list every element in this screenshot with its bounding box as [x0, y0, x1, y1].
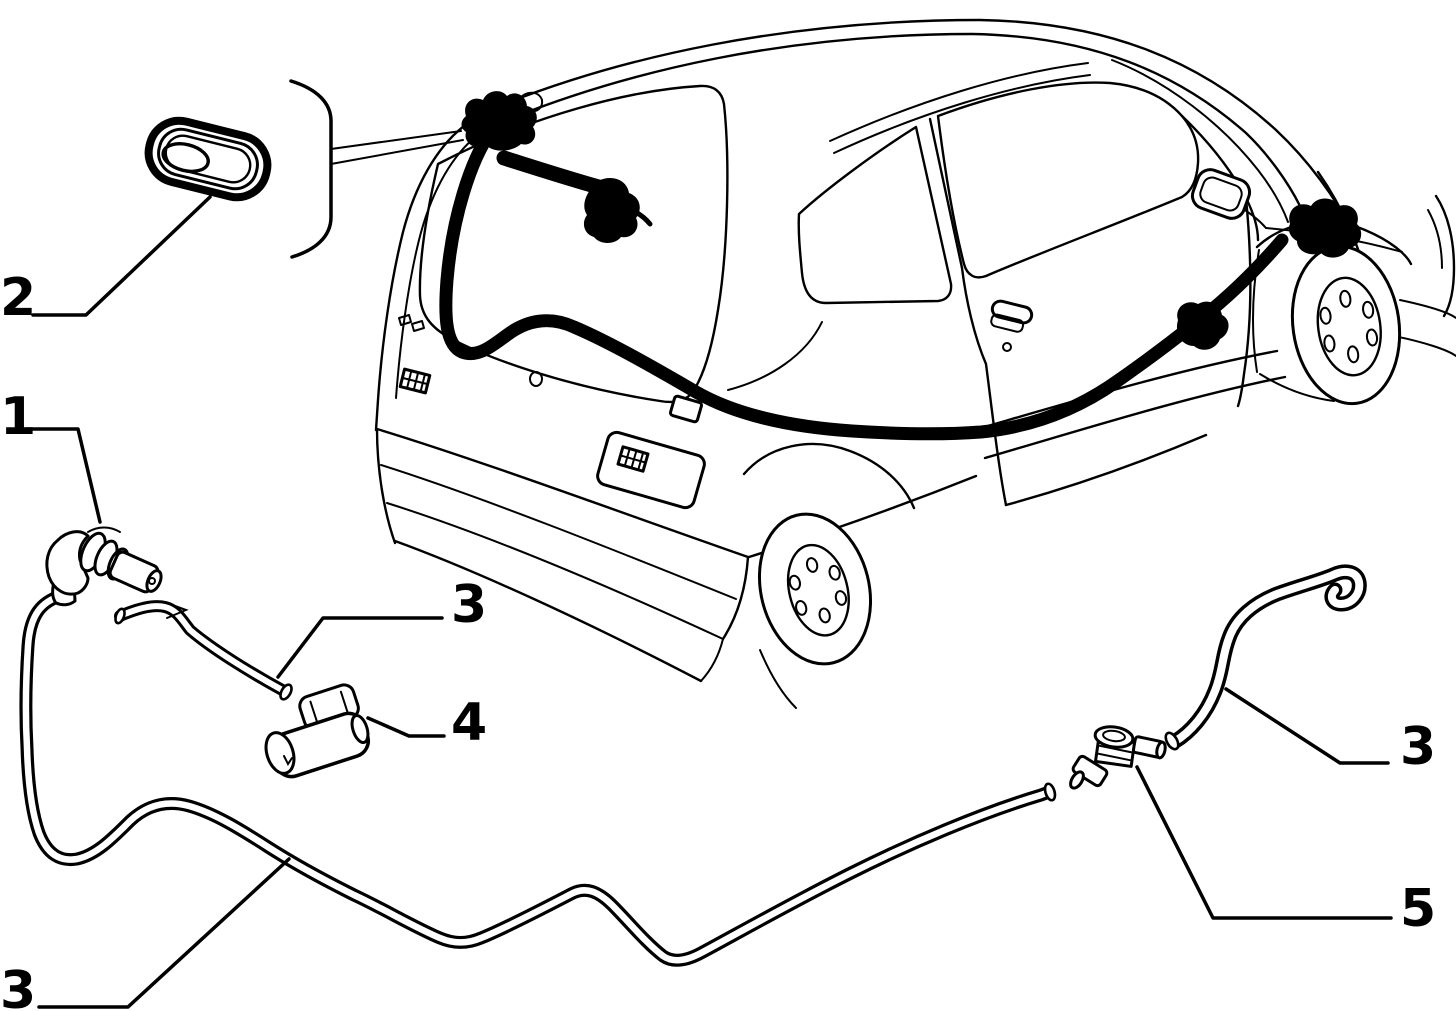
callout-label-grommet: 2 — [0, 268, 36, 328]
quarter-window — [797, 125, 953, 305]
tailgate-edge-inner — [395, 138, 474, 399]
callout-label-pump: 1 — [0, 387, 36, 447]
bracket-pointer-lower — [330, 139, 464, 165]
door-bottom-edge — [1004, 433, 1208, 507]
arch-connector-blob — [1176, 301, 1229, 350]
front-edge — [1434, 194, 1456, 318]
supply-hose — [19, 589, 1056, 967]
leader-nozzle — [366, 716, 446, 738]
leader-hose-elbow — [276, 616, 444, 679]
washer-pump — [45, 526, 163, 607]
callout-label-hose-elbow: 3 — [451, 575, 487, 635]
taillight-right — [668, 394, 704, 424]
callout-label-hose-main: 3 — [0, 961, 36, 1011]
side-mirror — [1190, 168, 1252, 220]
hose-entry-blob — [461, 91, 537, 151]
callout-label-nozzle: 4 — [451, 693, 487, 753]
elbow-hose-tip-upper — [114, 607, 126, 625]
elbow-hose-core — [117, 603, 287, 694]
callout-label-tee: 5 — [1400, 879, 1436, 939]
bumper-left-edge — [375, 427, 397, 545]
supply-hose-tip — [1043, 782, 1057, 802]
hose-entry-hook — [518, 91, 544, 113]
b-pillar — [928, 117, 1008, 507]
bumper-vent-right — [616, 445, 650, 473]
callout-leaders — [24, 195, 1393, 1009]
callout-label-hose-rear: 3 — [1400, 717, 1436, 777]
bumper-bottom — [393, 539, 703, 683]
door-window — [936, 81, 1200, 279]
roof-line — [464, 18, 1356, 236]
c-pillar-line — [727, 321, 823, 391]
rocker-line-bottom — [983, 375, 1287, 460]
roof-rail-inner — [833, 74, 1091, 154]
windshield-inner — [1111, 59, 1289, 223]
flow-arrow — [163, 601, 189, 619]
leader-pump — [24, 427, 102, 524]
leader-hose-main — [37, 857, 291, 1009]
bumper-right-edge — [721, 555, 750, 641]
washer-hose-branch — [496, 150, 614, 197]
leader-tee — [1135, 765, 1393, 920]
hatch-lock-hole — [529, 371, 543, 387]
door-keyhole — [1002, 342, 1012, 352]
leader-grommet — [31, 195, 212, 317]
tailgate-edge — [374, 124, 466, 432]
roof-rail — [829, 62, 1089, 142]
washer-hose-main — [439, 123, 1289, 441]
rear-wheel-well — [759, 649, 797, 709]
taillight-left-marks — [398, 314, 425, 332]
bumper-vent-left — [398, 367, 432, 395]
front-bumper-lines — [1393, 299, 1456, 357]
bumper-top — [375, 427, 750, 559]
rear-wheel-arch — [742, 442, 916, 510]
rocker-line-top — [979, 349, 1279, 430]
bumper-corner — [700, 638, 724, 682]
door-front-edge — [1236, 196, 1252, 408]
location-bracket — [289, 79, 333, 259]
elbow-hose-tip-lower — [279, 683, 293, 701]
bumper-line-2 — [386, 502, 724, 640]
bracket-pointer-upper — [330, 130, 462, 150]
front-wheel — [1290, 244, 1402, 406]
rear-hose-tip — [1164, 731, 1180, 751]
rear-hose-core — [1170, 567, 1364, 746]
roof-line-inner — [474, 32, 1302, 208]
wiper-nozzle-drip — [629, 207, 653, 227]
tee-connector — [1069, 725, 1167, 790]
rear-window — [418, 84, 729, 404]
bumper-line-1 — [380, 464, 737, 600]
rear-wheel — [757, 512, 873, 666]
spray-nozzle — [264, 683, 371, 779]
supply-hose-core — [22, 592, 1053, 964]
car-outline — [374, 18, 1456, 683]
grommet — [144, 116, 272, 202]
door-handle — [990, 299, 1034, 333]
wiper-nozzle-blob — [583, 178, 640, 243]
headlight-edge — [1427, 209, 1443, 269]
license-plate-recess — [596, 430, 706, 510]
leader-hose-rear — [1224, 687, 1390, 765]
fender-end-blob — [1288, 198, 1362, 258]
